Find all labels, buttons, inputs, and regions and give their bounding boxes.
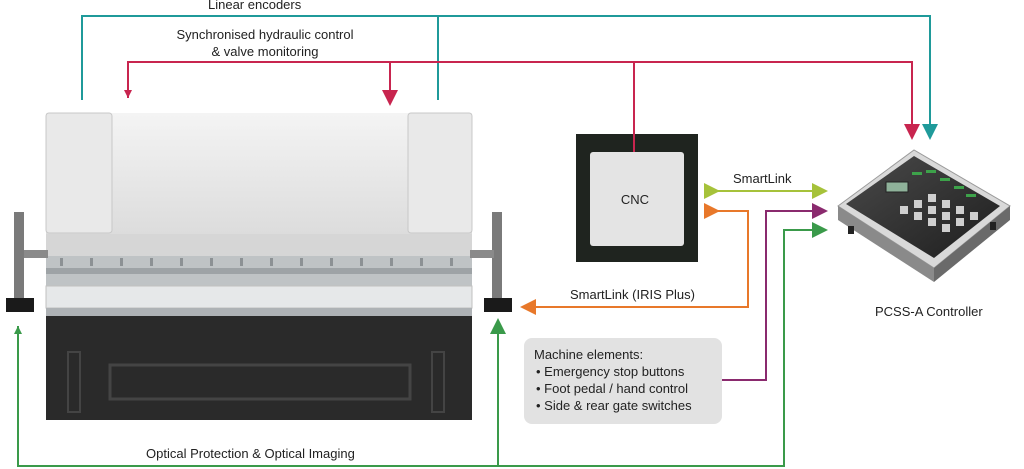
linear-encoders-label: Linear encoders: [208, 0, 302, 12]
machine-lower-bed: [46, 316, 472, 420]
left-cylinder-housing: [45, 112, 113, 234]
machine-element-item: • Emergency stop buttons: [536, 364, 685, 379]
controller-label: PCSS-A Controller: [875, 304, 983, 319]
machine-element-item: • Side & rear gate switches: [536, 398, 692, 413]
left-light-guard: [14, 212, 24, 302]
machine-element-item: • Foot pedal / hand control: [536, 381, 688, 396]
smartlink-iris-label: SmartLink (IRIS Plus): [570, 287, 695, 302]
optical-label: Optical Protection & Optical Imaging: [146, 446, 355, 461]
machine-elements-title: Machine elements:: [534, 347, 644, 362]
ram-beam: [45, 285, 473, 309]
smartlink-iris-line: [520, 203, 749, 315]
optical-line: [17, 222, 828, 467]
right-cylinder-housing: [407, 112, 473, 234]
cnc-label: CNC: [620, 192, 650, 207]
hydraulic-line: [127, 61, 920, 140]
linear-encoders-line: [81, 15, 938, 140]
right-light-guard: [492, 212, 502, 302]
hydraulic-label-line1: Synchronised hydraulic control: [176, 27, 354, 42]
smartlink-label: SmartLink: [733, 171, 792, 186]
machine-elements-box: Machine elements: • Emergency stop butto…: [524, 338, 722, 424]
machine-elements-line: [722, 203, 828, 381]
machine-elements-list: • Emergency stop buttons • Foot pedal / …: [534, 363, 712, 414]
pcss-a-controller: [837, 149, 1011, 282]
hydraulic-label-line2: & valve monitoring: [211, 44, 319, 59]
press-brake-machine: [6, 112, 512, 420]
machine-upper-frame: [46, 113, 472, 255]
